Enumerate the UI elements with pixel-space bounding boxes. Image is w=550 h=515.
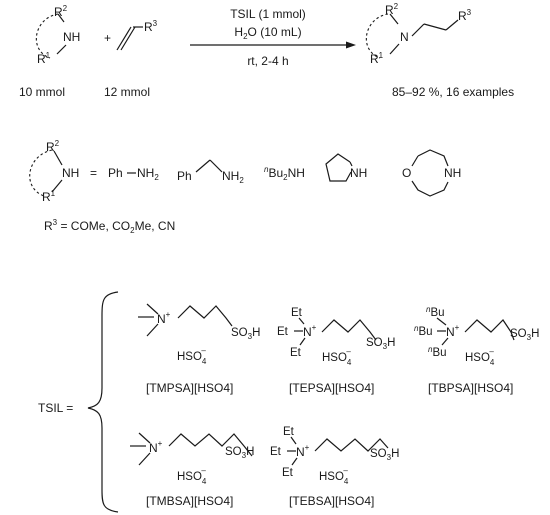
product-r2: R2 (385, 2, 399, 17)
tmpsa-anion: HSO4– (177, 346, 207, 366)
amine-scope-generic: R2 NH R1 = (29, 139, 97, 204)
tebsa-n: N+ (296, 443, 310, 459)
tepsa-n: N+ (303, 323, 317, 339)
scope-r1: R1 (42, 189, 56, 204)
scope-nh: NH (62, 166, 79, 180)
tmpsa-structure: N+ SO3H HSO4– [TMPSA][HSO4] (138, 303, 260, 395)
product: R2 N R1 R3 85–92 %, 16 examples (365, 2, 514, 99)
tmpsa-so3h: SO3H (231, 327, 260, 341)
product-r1: R1 (370, 51, 384, 66)
tepsa-name: [TEPSA][HSO4] (289, 381, 374, 395)
tebsa-anion: HSO4– (319, 466, 349, 486)
tebsa-et-bottom: Et (282, 467, 294, 479)
aniline-nh2: NH2 (137, 166, 159, 182)
tepsa-et-left: Et (277, 326, 289, 338)
tsil-label: TSIL = (38, 401, 73, 415)
tbpsa-n: N+ (446, 323, 460, 339)
product-n: N (400, 30, 409, 44)
alkene-reactant: R3 12 mmol (104, 19, 158, 99)
pyrrolidine-nh: NH (350, 166, 367, 180)
amine-nh: NH (63, 30, 80, 44)
ring-dashed-arc (365, 13, 389, 59)
tbpsa-bu-bottom: nBu (428, 345, 447, 359)
dibutylamine-formula: nBu2NH (264, 165, 305, 182)
ring-dashed-arc (35, 13, 59, 59)
condition-time: rt, 2-4 h (247, 54, 288, 68)
tepsa-et-top: Et (291, 307, 303, 319)
tbpsa-name: [TBPSA][HSO4] (428, 381, 513, 395)
benzylamine-ph: Ph (177, 169, 192, 183)
tepsa-so3h: SO3H (366, 337, 395, 351)
benzylamine: Ph NH2 (177, 159, 244, 185)
amine-reactant: R2 NH R1 10 mmol (19, 4, 80, 99)
tebsa-et-top: Et (283, 426, 295, 438)
morpholine: O NH (402, 149, 461, 197)
amine-amount: 10 mmol (19, 85, 65, 99)
tebsa-et-left: Et (270, 446, 282, 458)
tbpsa-bu-top: nBu (426, 305, 445, 319)
condition-solvent: H2O (10 mL) (234, 25, 301, 41)
amine-r2: R2 (54, 4, 68, 19)
scope-r2: R2 (46, 139, 60, 154)
r3-scope: R3 = COMe, CO2Me, CN (44, 218, 175, 235)
tmbsa-name: [TMBSA][HSO4] (146, 494, 233, 508)
dibutylamine: nBu2NH (264, 165, 305, 182)
tebsa-structure: Et Et Et N+ SO3H HSO4– [TEBSA][HSO4] (270, 426, 399, 508)
tmpsa-name: [TMPSA][HSO4] (146, 381, 233, 395)
alkene-amount: 12 mmol (104, 85, 150, 99)
benzylamine-nh2: NH2 (222, 169, 244, 185)
tepsa-et-bottom: Et (290, 347, 302, 359)
pyrrolidine: NH (325, 153, 367, 182)
tmbsa-so3h: SO3H (225, 446, 254, 460)
plus-sign: + (104, 31, 111, 45)
curly-brace (87, 291, 119, 513)
condition-catalyst: TSIL (1 mmol) (230, 7, 306, 21)
tmbsa-n: N+ (149, 439, 163, 455)
amine-r1: R1 (37, 51, 51, 66)
alkene-r3: R3 (144, 19, 158, 34)
tbpsa-anion: HSO4– (465, 347, 495, 367)
morpholine-nh: NH (444, 166, 461, 180)
tbpsa-structure: nBu nBu nBu N+ SO3H HSO4– [TBPSA][HSO4] (414, 305, 539, 395)
tebsa-name: [TEBSA][HSO4] (289, 494, 374, 508)
aniline: Ph NH2 (108, 166, 159, 182)
morpholine-o: O (402, 166, 411, 180)
tmbsa-structure: N+ SO3H HSO4– [TMBSA][HSO4] (130, 432, 254, 508)
tepsa-structure: Et Et Et N+ SO3H HSO4– [TEPSA][HSO4] (277, 307, 395, 395)
tbpsa-so3h: SO3H (510, 328, 539, 342)
product-r3: R3 (458, 8, 472, 23)
tebsa-so3h: SO3H (370, 448, 399, 462)
scope-equals: = (90, 166, 97, 180)
aniline-ph: Ph (108, 166, 123, 180)
product-yield: 85–92 %, 16 examples (392, 85, 514, 99)
tepsa-anion: HSO4– (322, 347, 352, 367)
tmbsa-anion: HSO4– (177, 466, 207, 486)
reaction-arrow: TSIL (1 mmol) H2O (10 mL) rt, 2-4 h (190, 7, 356, 68)
tmpsa-n: N+ (157, 310, 171, 326)
ring-dashed-arc (29, 149, 53, 197)
tbpsa-bu-left: nBu (414, 324, 433, 338)
